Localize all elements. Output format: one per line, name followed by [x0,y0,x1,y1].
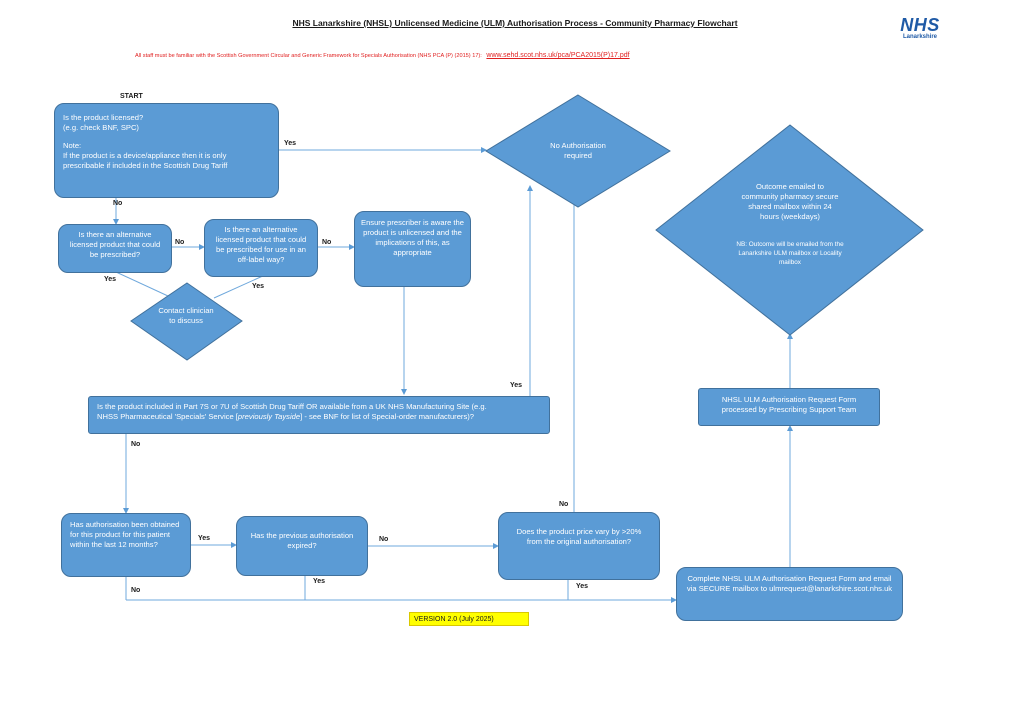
yes-label-tariff: Yes [510,382,523,389]
outcome-main-text: Outcome emailed to community pharmacy se… [741,182,839,221]
tariff-q-line2: NHSS Pharmaceutical 'Specials' Service [… [97,412,474,421]
complete-form-box: Complete NHSL ULM Authorisation Request … [676,567,903,621]
no-label-price: No [559,501,569,508]
yes-label-price: Yes [576,583,589,590]
licensed-q-line4: If the product is a device/appliance the… [63,151,227,160]
no-label-offlabel: No [322,239,332,246]
contact-clinician-diamond [130,282,243,361]
yes-label-auth-expired: Yes [313,578,326,585]
form-processed-box: NHSL ULM Authorisation Request Form proc… [698,388,880,426]
no-label-alt: No [175,239,185,246]
no-authorisation-diamond [485,94,671,208]
ensure-prescriber-box: Ensure prescriber is aware the product i… [354,211,471,287]
page-title: NHS Lanarkshire (NHSL) Unlicensed Medici… [292,18,738,28]
licensed-q-line2: (e.g. check BNF, SPC) [63,123,139,132]
yes-label-auth-obtained: Yes [198,535,211,542]
nhs-lanarkshire-logo: NHS Lanarkshire [890,16,950,40]
no-label-tariff: No [131,441,141,448]
alt-licensed-question-box: Is there an alternative licensed product… [58,224,172,273]
tariff-question-box: Is the product included in Part 7S or 7U… [88,396,550,434]
licensed-q-line5: prescribable if included in the Scottish… [63,161,228,170]
licensed-question-box: Is the product licensed? (e.g. check BNF… [54,103,279,198]
alt-offlabel-question-box: Is there an alternative licensed product… [204,219,318,277]
framework-note-text: All staff must be familiar with the Scot… [135,53,482,59]
auth-obtained-question-box: Has authorisation been obtained for this… [61,513,191,577]
price-vary-question-box: Does the product price vary by >20% from… [498,512,660,580]
outcome-nb-text: NB: Outcome will be emailed from the Lan… [736,241,844,266]
outcome-diamond [655,124,924,336]
yes-label-licensed: Yes [284,140,297,147]
licensed-q-line3: Note: [63,141,82,150]
logo-nhs: NHS [900,15,940,35]
framework-note: All staff must be familiar with the Scot… [135,52,630,59]
tariff-q-line1: Is the product included in Part 7S or 7U… [97,402,487,411]
no-label-auth-obtained: No [131,587,141,594]
logo-lanarkshire: Lanarkshire [902,34,938,40]
no-label-auth-expired: No [379,536,389,543]
yes-label-alt: Yes [104,276,117,283]
no-authorisation-text: No Authorisation required [550,141,606,160]
auth-expired-question-box: Has the previous authorisation expired? [236,516,368,576]
contact-clinician-text: Contact clinician to discuss [158,306,214,325]
licensed-q-line1: Is the product licensed? [63,113,144,122]
version-badge: VERSION 2.0 (July 2025) [409,612,529,626]
start-label: START [120,93,143,100]
no-label-licensed: No [113,200,123,207]
yes-label-offlabel: Yes [252,283,265,290]
framework-link[interactable]: www.sehd.scot.nhs.uk/pca/PCA2015(P)17.pd… [486,52,630,59]
